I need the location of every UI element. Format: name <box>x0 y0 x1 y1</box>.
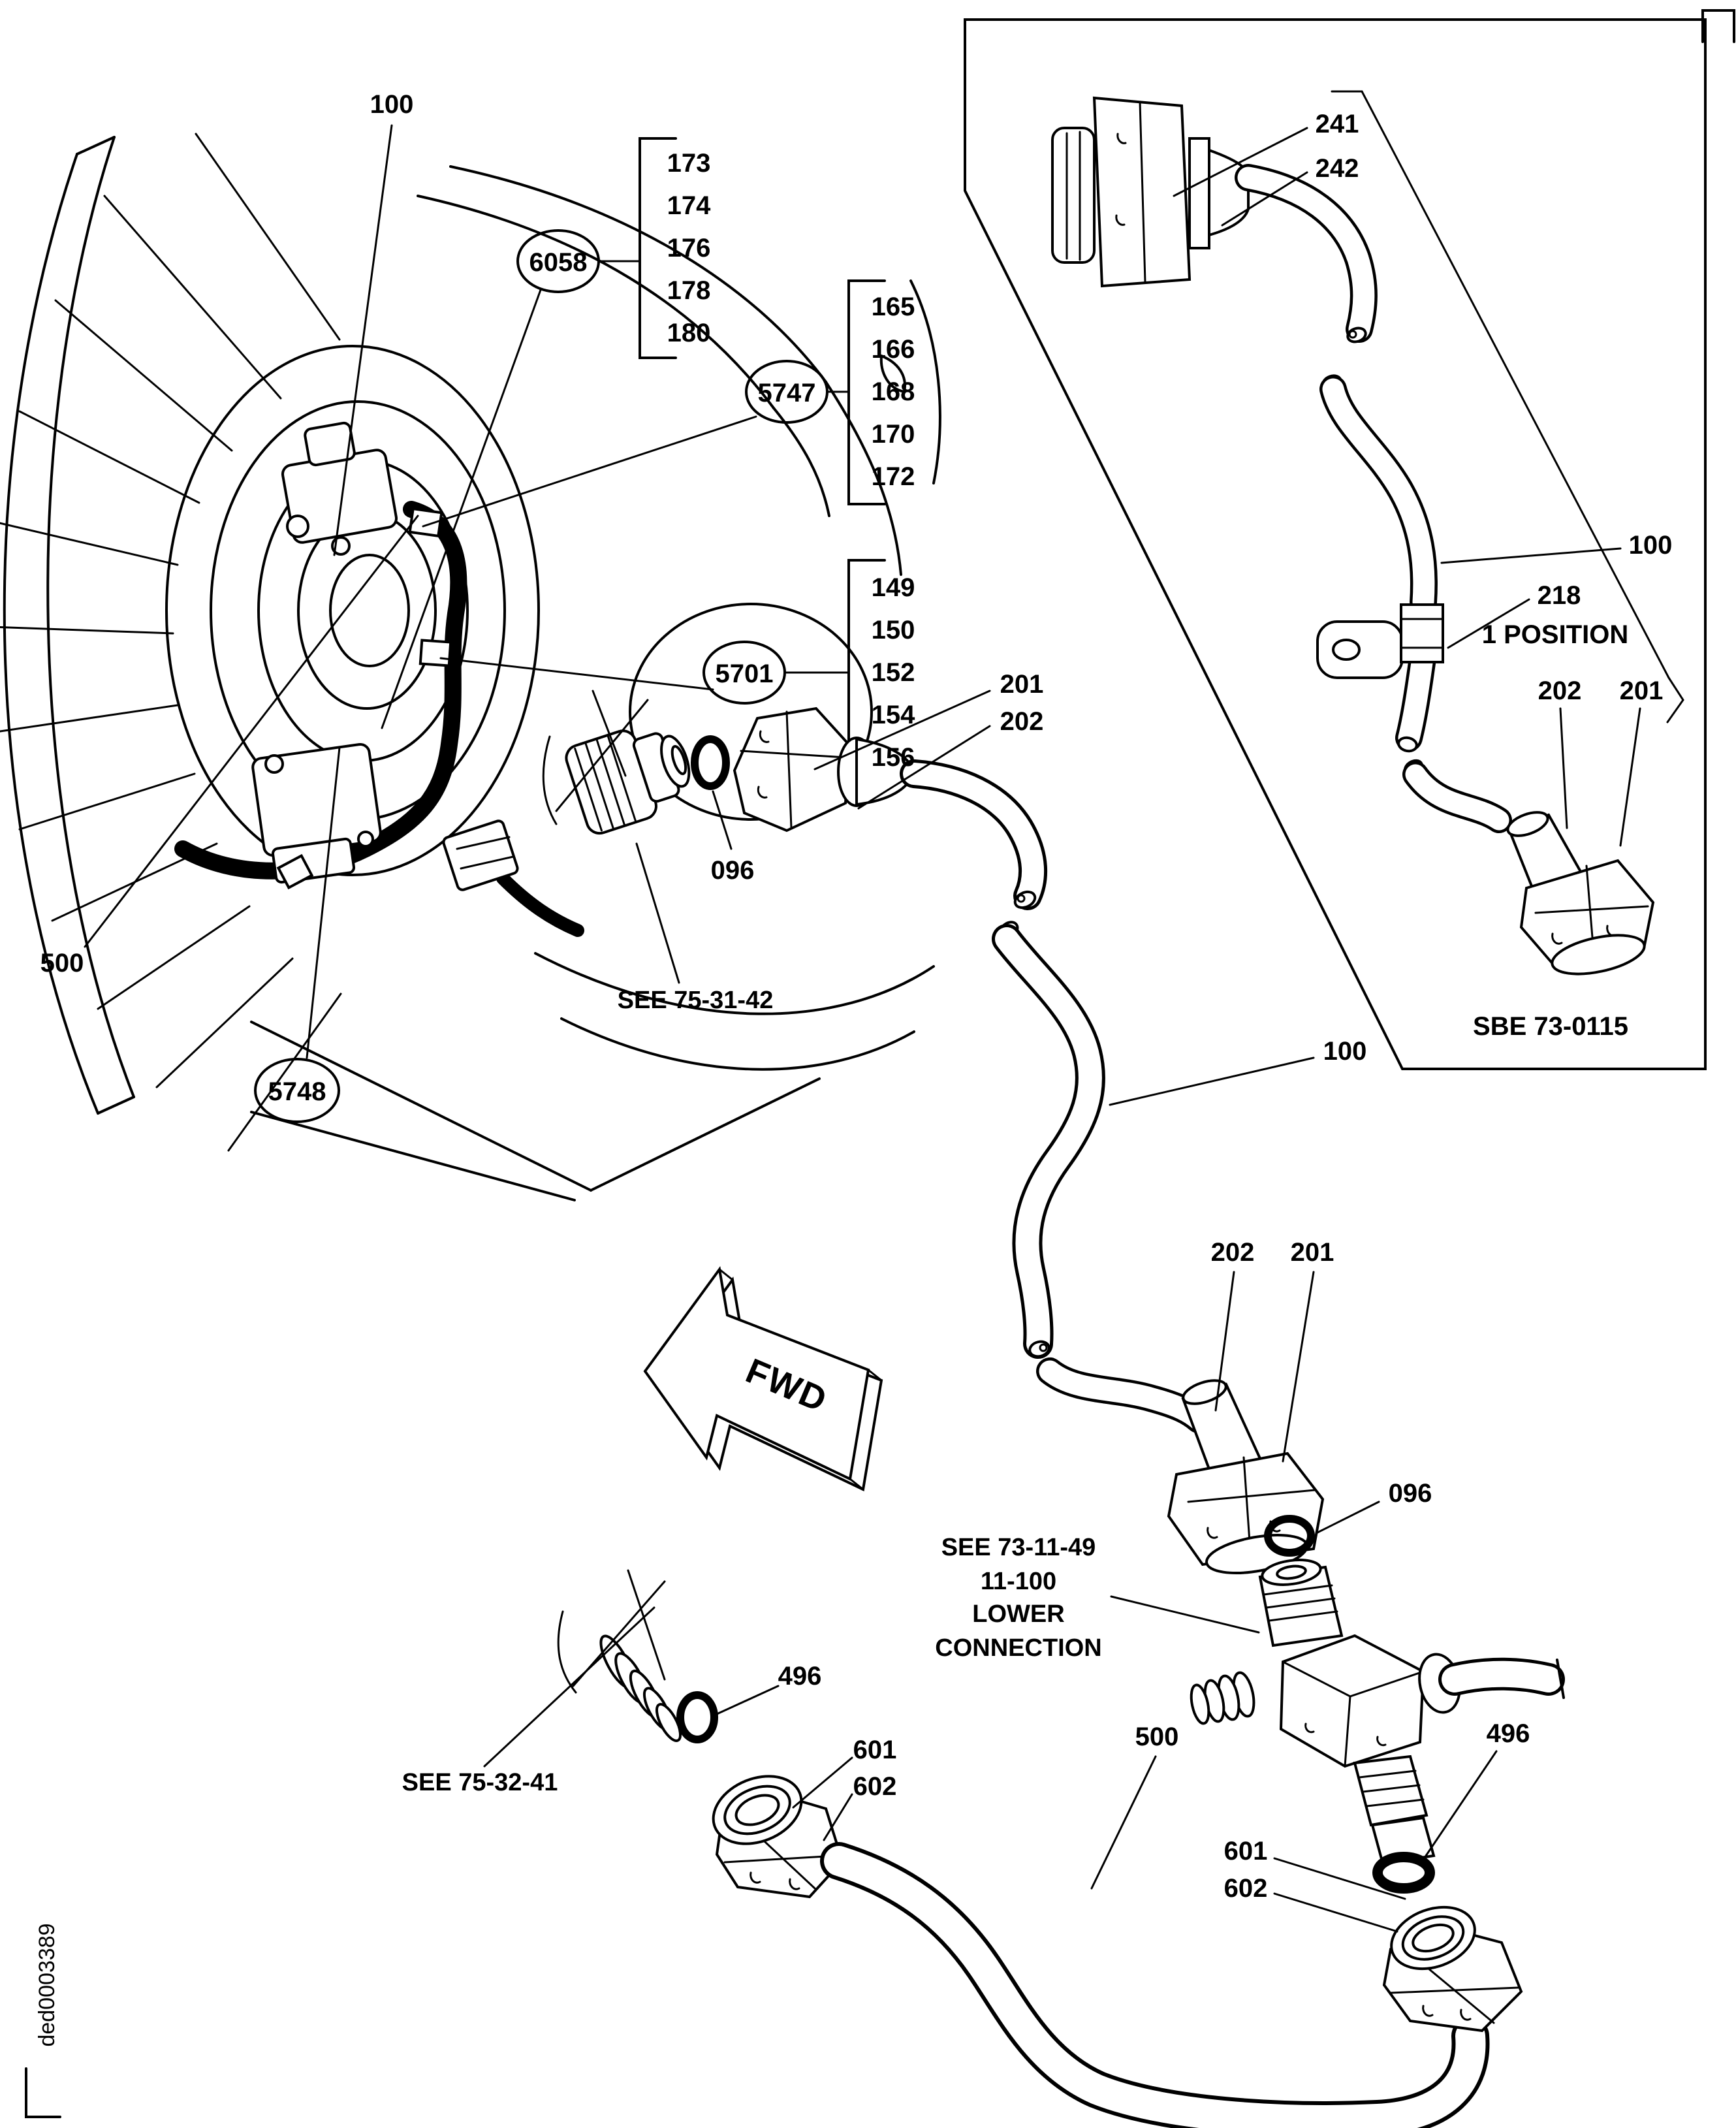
ref-see-73-11-49-line3: LOWER <box>972 1600 1064 1628</box>
callout-5701: 5701 <box>716 659 774 688</box>
part-label-202-lower: 202 <box>1211 1238 1255 1267</box>
hose-see-75-32-41 <box>557 1569 682 1742</box>
part-label-096-lower: 096 <box>1389 1479 1432 1508</box>
inset-label-218: 218 <box>1538 581 1581 610</box>
part-label-201-lower: 201 <box>1291 1238 1334 1267</box>
boss-see-75-31-42 <box>542 690 691 835</box>
part-label-601-right: 601 <box>1224 1837 1268 1866</box>
callout-5747: 5747 <box>758 379 816 407</box>
tube-500-bottom <box>820 1842 1490 2128</box>
fitting-601-602-right <box>1382 1905 1523 2033</box>
bracket-item: 174 <box>667 191 711 220</box>
bracket-item: 172 <box>872 462 915 491</box>
valve-block-upper <box>281 421 398 556</box>
engine-case <box>250 165 941 1201</box>
bracket-item: 152 <box>872 658 915 687</box>
fwd-direction-arrow <box>643 1266 883 1491</box>
inset-label-100: 100 <box>1629 531 1673 560</box>
bracket-item: 173 <box>667 149 711 178</box>
clamp-lower <box>276 853 314 890</box>
ref-see-75-32-41: SEE 75-32-41 <box>402 1769 558 1796</box>
ref-see-73-11-49-line1: SEE 73-11-49 <box>941 1534 1096 1561</box>
bracket-item: 180 <box>667 319 711 347</box>
inset-corner-mark <box>1701 9 1735 43</box>
part-label-601-left: 601 <box>853 1736 897 1764</box>
inset-position-note: 1 POSITION <box>1482 620 1629 649</box>
bracket-item: 154 <box>872 701 915 729</box>
bracket-item: 165 <box>872 293 915 321</box>
inset-label-202: 202 <box>1538 676 1582 705</box>
part-label-100-mid: 100 <box>1323 1037 1367 1066</box>
fitting-201-202-upper <box>733 707 1048 910</box>
tee-fitting-on-hub <box>442 819 519 891</box>
tube-stub <box>496 872 584 937</box>
engine-fan-assembly <box>0 133 941 1201</box>
callout-5748: 5748 <box>268 1077 326 1106</box>
bracket-item: 149 <box>872 573 915 602</box>
oring-496-right <box>1372 1852 1435 1894</box>
tee-junction-block <box>1190 1559 1565 1866</box>
callout-6058: 6058 <box>529 248 588 277</box>
part-label-500-left: 500 <box>40 949 84 977</box>
fitting-601-602-left <box>712 1775 844 1899</box>
part-label-602-left: 602 <box>853 1772 897 1801</box>
inset-label-241: 241 <box>1316 110 1359 138</box>
part-label-096-upper: 096 <box>711 856 755 885</box>
inset-label-201: 201 <box>1620 676 1664 705</box>
bracket-item: 150 <box>872 616 915 644</box>
part-label-500-bottom: 500 <box>1135 1723 1179 1751</box>
ref-see-73-11-49-line2: 11-100 <box>981 1568 1056 1595</box>
clamp-mid <box>418 639 452 667</box>
inset-label-242: 242 <box>1316 154 1359 183</box>
circle-5748 <box>254 1058 340 1123</box>
part-label-201-upper: 201 <box>1000 670 1044 699</box>
leader-lines <box>483 690 1498 1933</box>
inset-figure-ref: SBE 73-0115 <box>1473 1012 1628 1041</box>
part-label-496-left: 496 <box>778 1662 822 1691</box>
inset-tube-100 <box>1316 374 1512 833</box>
ref-see-75-31-42: SEE 75-31-42 <box>618 987 774 1014</box>
ref-see-73-11-49-line4: CONNECTION <box>935 1634 1101 1662</box>
bracket-item: 156 <box>872 743 915 772</box>
part-label-202-upper: 202 <box>1000 707 1044 736</box>
bracket-item: 168 <box>872 377 915 406</box>
page-corner-mark <box>25 2067 61 2118</box>
fan-blades <box>0 133 342 1152</box>
part-label-496-right: 496 <box>1487 1719 1530 1748</box>
inset-box <box>964 9 1735 1070</box>
inset-clamp-218 <box>1400 603 1444 663</box>
oring-496-left <box>676 1691 718 1743</box>
oring-096-upper <box>691 735 730 790</box>
part-label-602-right: 602 <box>1224 1874 1268 1903</box>
drawing-id-code: ded0003389 <box>35 1923 59 2046</box>
bracket-item: 178 <box>667 276 711 305</box>
callout-brackets <box>84 124 886 1123</box>
part-label-100-top: 100 <box>370 90 414 119</box>
bracket-item: 166 <box>872 335 915 364</box>
inset-fitting-202-201 <box>1506 811 1655 976</box>
tube-100-main <box>992 921 1212 1433</box>
inset-fitting-241-242 <box>1051 96 1378 343</box>
bracket-item: 176 <box>667 234 711 262</box>
bracket-item: 170 <box>872 420 915 449</box>
valve-block-lower <box>251 743 382 884</box>
oring-096-lower <box>1264 1515 1315 1557</box>
